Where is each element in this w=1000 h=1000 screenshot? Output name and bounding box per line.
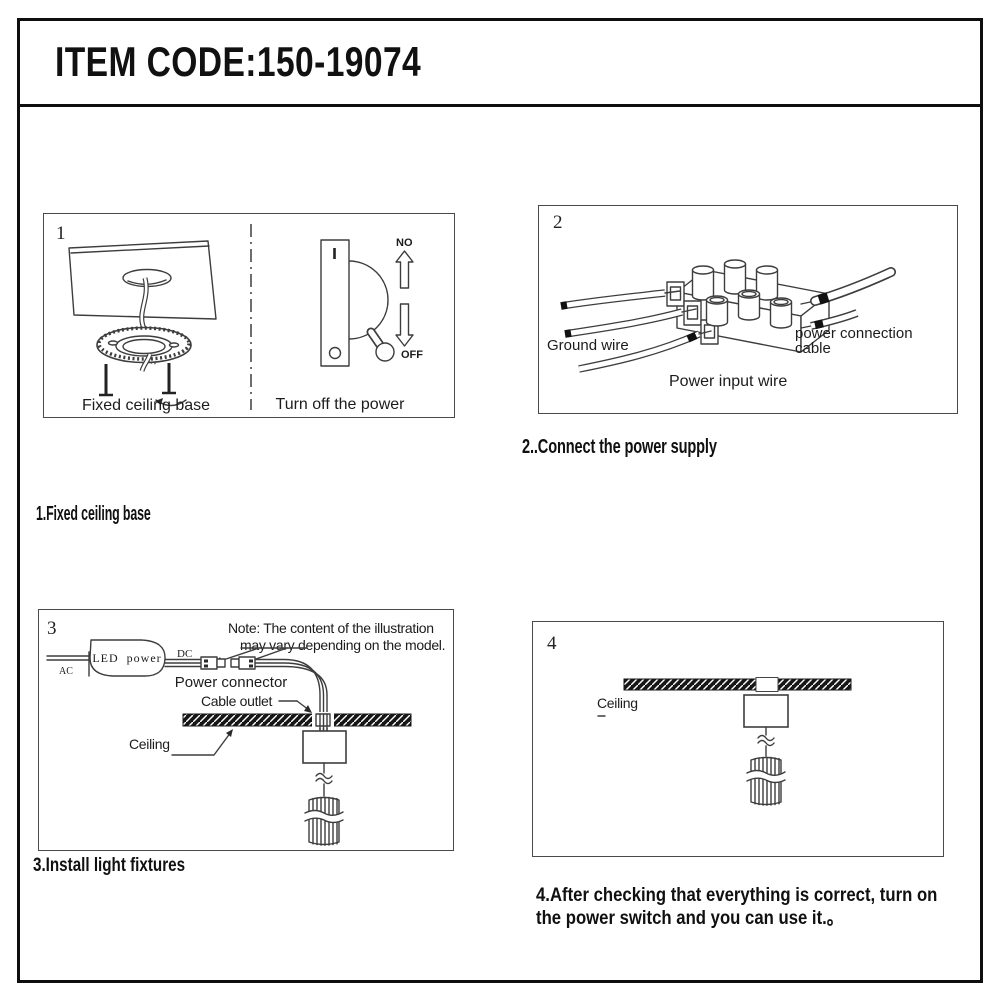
output-cable-drawing: [800, 267, 896, 330]
panel-step4: 4 Ceiling: [532, 621, 944, 857]
step3-caption: 3.Install light fixtures: [33, 855, 186, 876]
led-power-label: LED power: [92, 651, 161, 665]
step2-caption: 2..Connect the power supply: [522, 436, 717, 458]
power-connector-drawing: [164, 656, 256, 670]
step4-caption-line1: 4.After checking that everything is corr…: [536, 885, 938, 906]
fixture-drawing: [743, 694, 789, 806]
ceiling-label: Ceiling: [129, 736, 170, 752]
step4-diagram: 4 Ceiling: [547, 633, 852, 806]
step4-caption: 4.After checking that everything is corr…: [536, 884, 937, 930]
power-connection-label-line1: power connection: [795, 325, 913, 342]
input-wires-drawing: [560, 289, 712, 373]
off-label: OFF: [401, 349, 423, 361]
step4-caption-line2: the power switch and you can use it.。: [536, 908, 844, 929]
led-driver-drawing: AC LED power DC: [46, 639, 192, 677]
panel2-number: 2: [553, 212, 563, 233]
step2-diagram: 2: [547, 212, 913, 390]
pendant-lamp-drawing: [746, 756, 786, 806]
panel1-number: 1: [56, 223, 66, 244]
fixed-ceiling-base-label: Fixed ceiling base: [82, 397, 210, 414]
step1-caption: 1.Fixed ceiling base: [36, 503, 151, 525]
ceiling-bar-drawing: [623, 677, 852, 692]
dc-label: DC: [177, 648, 192, 660]
outer-border: [17, 18, 983, 983]
cable-curve-drawing: [254, 658, 328, 731]
no-label: NO: [396, 237, 413, 249]
power-switch-drawing: [320, 239, 395, 367]
power-input-wire-label: Power input wire: [669, 373, 787, 390]
ceiling-bar-drawing: [182, 712, 412, 732]
ceiling-base-drawing: [96, 326, 192, 372]
mounting-screws-drawing: [99, 363, 187, 407]
ceiling-label: Ceiling: [597, 695, 638, 711]
panel3-number: 3: [47, 618, 57, 639]
pendant-lamp-drawing: [304, 796, 344, 846]
fixture-drawing: [302, 730, 347, 846]
panel-step1: 1: [43, 213, 455, 418]
step3-diagram: 3 Note: The content of the illustration …: [46, 618, 446, 846]
panel4-number: 4: [547, 633, 557, 654]
note-line2: may vary depending on the model.: [240, 637, 445, 653]
cable-outlet-callout: Cable outlet: [201, 693, 312, 713]
step1-diagram: 1: [56, 223, 423, 414]
ceiling-callout: Ceiling: [129, 729, 233, 756]
header-divider-line: [17, 104, 983, 107]
ac-label: AC: [59, 666, 73, 677]
power-connection-label-line2: cable: [795, 340, 831, 357]
cable-outlet-label: Cable outlet: [201, 693, 273, 709]
note-line1: Note: The content of the illustration: [228, 620, 434, 636]
item-code-title: ITEM CODE:150-19074: [55, 38, 422, 85]
switch-direction-arrows: NO OFF: [395, 237, 423, 361]
panel-step3: 3 Note: The content of the illustration …: [38, 609, 454, 851]
ground-wire-label: Ground wire: [547, 337, 629, 354]
power-connector-label: Power connector: [175, 674, 288, 691]
panel-step2: 2: [538, 205, 958, 414]
turn-off-power-label: Turn off the power: [276, 396, 406, 413]
